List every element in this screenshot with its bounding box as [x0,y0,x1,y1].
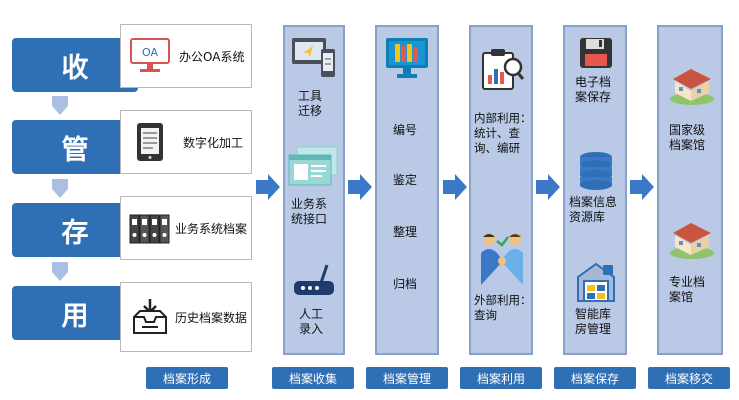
source-label: 历史档案数据 [175,310,248,325]
store-label-database: 档案信息 资源库 [569,195,618,224]
transfer-label-professional: 专业档 案馆 [669,275,706,304]
handshake-icon [477,231,527,291]
down-arrow-1 [52,96,68,106]
archive-box-icon [127,294,173,340]
down-arrow-3 [52,262,68,272]
floppy-disk-icon [579,37,613,73]
flow-arrow-4 [536,180,548,194]
router-icon [291,263,337,305]
flow-arrow-1 [256,180,268,194]
stage-use: 用 [12,286,138,340]
down-arrow-head-2 [52,189,68,198]
collect-label-migration: 工具 迁移 [298,89,323,118]
down-arrow-head-1 [52,106,68,115]
source-business-system: 业务系统档案 [120,196,252,260]
footer-label: 档案移交 [664,371,713,386]
footer-label: 档案管理 [382,371,431,386]
svg-text:OA: OA [142,46,158,59]
binders-icon [127,205,173,251]
flow-arrow-2 [348,180,360,194]
smart-warehouse-icon [575,261,617,307]
manage-item-numbering: 编号 [393,123,418,137]
flow-arrow-head-1 [268,174,280,200]
footer-transfer: 档案移交 [648,367,730,389]
column-manage: 编号 鉴定 整理 归档 [375,25,439,355]
column-use: 内部利用： 统计、查 询、编研 外部利用： 查询 [469,25,533,355]
flow-arrow-3 [443,180,455,194]
source-label: 办公OA系统 [179,49,245,64]
database-icon [577,151,615,195]
tablet-icon [127,119,173,165]
footer-collection: 档案收集 [272,367,354,389]
source-label: 数字化加工 [183,135,244,150]
stage-label: 管 [61,134,89,166]
footer-label: 档案利用 [476,371,525,386]
building-icon [669,65,715,109]
footer-label: 档案形成 [162,371,211,386]
flow-arrow-head-5 [642,174,654,200]
source-digitization: 数字化加工 [120,110,252,174]
footer-management: 档案管理 [366,367,448,389]
manage-item-appraisal: 鉴定 [393,173,418,187]
source-historical: 历史档案数据 [120,282,252,352]
collect-label-manual: 人工 录入 [299,307,324,336]
column-transfer: 国家级 档案馆 专业档 案馆 [657,25,723,355]
oa-monitor-icon: OA [127,33,173,79]
collect-label-interface: 业务系 统接口 [291,197,328,226]
stage-label: 用 [61,300,89,332]
column-collect: 工具 迁移 业务系 统接口 人工 录入 [283,25,345,355]
flow-arrow-head-4 [548,174,560,200]
footer-label: 档案保存 [570,371,619,386]
devices-icon [291,37,337,83]
manage-item-arrangement: 整理 [393,225,418,239]
browser-windows-icon [287,145,341,193]
footer-utilization: 档案利用 [460,367,542,389]
stage-store: 存 [12,203,138,257]
footer-label: 档案收集 [288,371,337,386]
stage-label: 收 [61,52,89,84]
stage-label: 存 [61,217,89,249]
use-external-label: 外部利用： 查询 [474,293,532,322]
stage-collect: 收 [12,38,138,92]
transfer-label-national: 国家级 档案馆 [669,123,706,152]
source-oa: OA 办公OA系统 [120,24,252,88]
flow-arrow-head-3 [455,174,467,200]
store-label-warehouse: 智能库 房管理 [575,307,612,336]
source-label: 业务系统档案 [175,221,248,236]
footer-formation: 档案形成 [146,367,228,389]
monitor-books-icon [385,37,429,85]
clipboard-chart-icon [479,47,525,97]
use-internal-label: 内部利用： 统计、查 询、编研 [474,111,532,155]
store-label-electronic: 电子档 案保存 [575,75,612,104]
footer-preservation: 档案保存 [554,367,636,389]
stage-manage: 管 [12,120,138,174]
down-arrow-head-3 [52,272,68,281]
flow-arrow-5 [630,180,642,194]
building-icon [669,219,715,263]
flow-arrow-head-2 [360,174,372,200]
down-arrow-2 [52,179,68,189]
manage-item-filing: 归档 [393,277,418,291]
column-store: 电子档 案保存 档案信息 资源库 智能库 房管理 [563,25,627,355]
